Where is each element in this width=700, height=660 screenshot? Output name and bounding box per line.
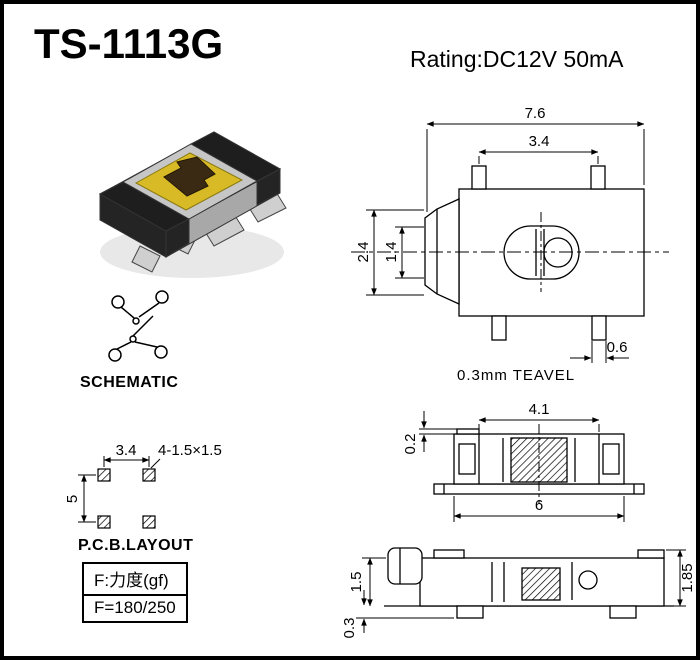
pcb-pitch-x-dim: 3.4 — [116, 442, 137, 459]
force-label: F:力度(gf) — [84, 564, 186, 596]
top-cover-width-dim: 4.1 — [529, 401, 550, 418]
front-dimension-lines — [366, 121, 645, 363]
front-body-height-dim: 2.4 — [355, 242, 372, 263]
pcb-dimensions — [78, 456, 161, 523]
top-view-drawing: 4.1 0.2 6 — [402, 401, 645, 522]
force-value: F=180/250 — [94, 598, 176, 617]
schematic-drawing — [108, 290, 169, 362]
front-inner-height-dim: 1.4 — [383, 242, 400, 263]
travel-note: 0.3mm TEAVEL — [457, 367, 575, 384]
pcb-layout-drawing: 3.4 5 4-1.5×1.5 — [64, 442, 222, 529]
front-view-drawing: 7.6 3.4 2.4 1.4 0.6 0.3mm TEAVEL — [351, 105, 669, 384]
pcb-pad-spec: 4-1.5×1.5 — [158, 442, 222, 459]
top-step-dim: 0.2 — [402, 434, 419, 455]
switch-product-photo — [98, 131, 287, 278]
schematic-label: SCHEMATIC — [80, 374, 179, 391]
front-tab-pitch-dim: 3.4 — [529, 133, 550, 150]
front-pin-width-dim: 0.6 — [607, 339, 628, 356]
switch-body-top — [98, 131, 282, 232]
pcb-pads — [97, 468, 156, 529]
front-body — [424, 165, 645, 341]
top-base-width-dim: 6 — [535, 497, 543, 514]
force-spec-box: F:力度(gf) F=180/250 — [82, 562, 188, 623]
front-total-width-dim: 7.6 — [525, 105, 546, 122]
side-body-height-dim: 1.5 — [348, 572, 365, 593]
side-total-height-dim: 1.85 — [679, 563, 696, 592]
side-view-drawing: 1.5 0.3 1.85 — [341, 547, 696, 639]
actuator-button — [163, 156, 216, 197]
side-pin-thickness-dim: 0.3 — [341, 618, 358, 639]
side-body — [384, 547, 674, 619]
top-dimension-lines — [419, 411, 625, 522]
pcb-pitch-y-dim: 5 — [64, 495, 81, 503]
page-title: TS-1113G — [34, 20, 224, 67]
side-dimension-lines — [356, 549, 686, 633]
rating-text: Rating:DC12V 50mA — [410, 46, 624, 72]
pcb-layout-label: P.C.B.LAYOUT — [78, 537, 194, 554]
schematic-symbol — [108, 290, 169, 362]
